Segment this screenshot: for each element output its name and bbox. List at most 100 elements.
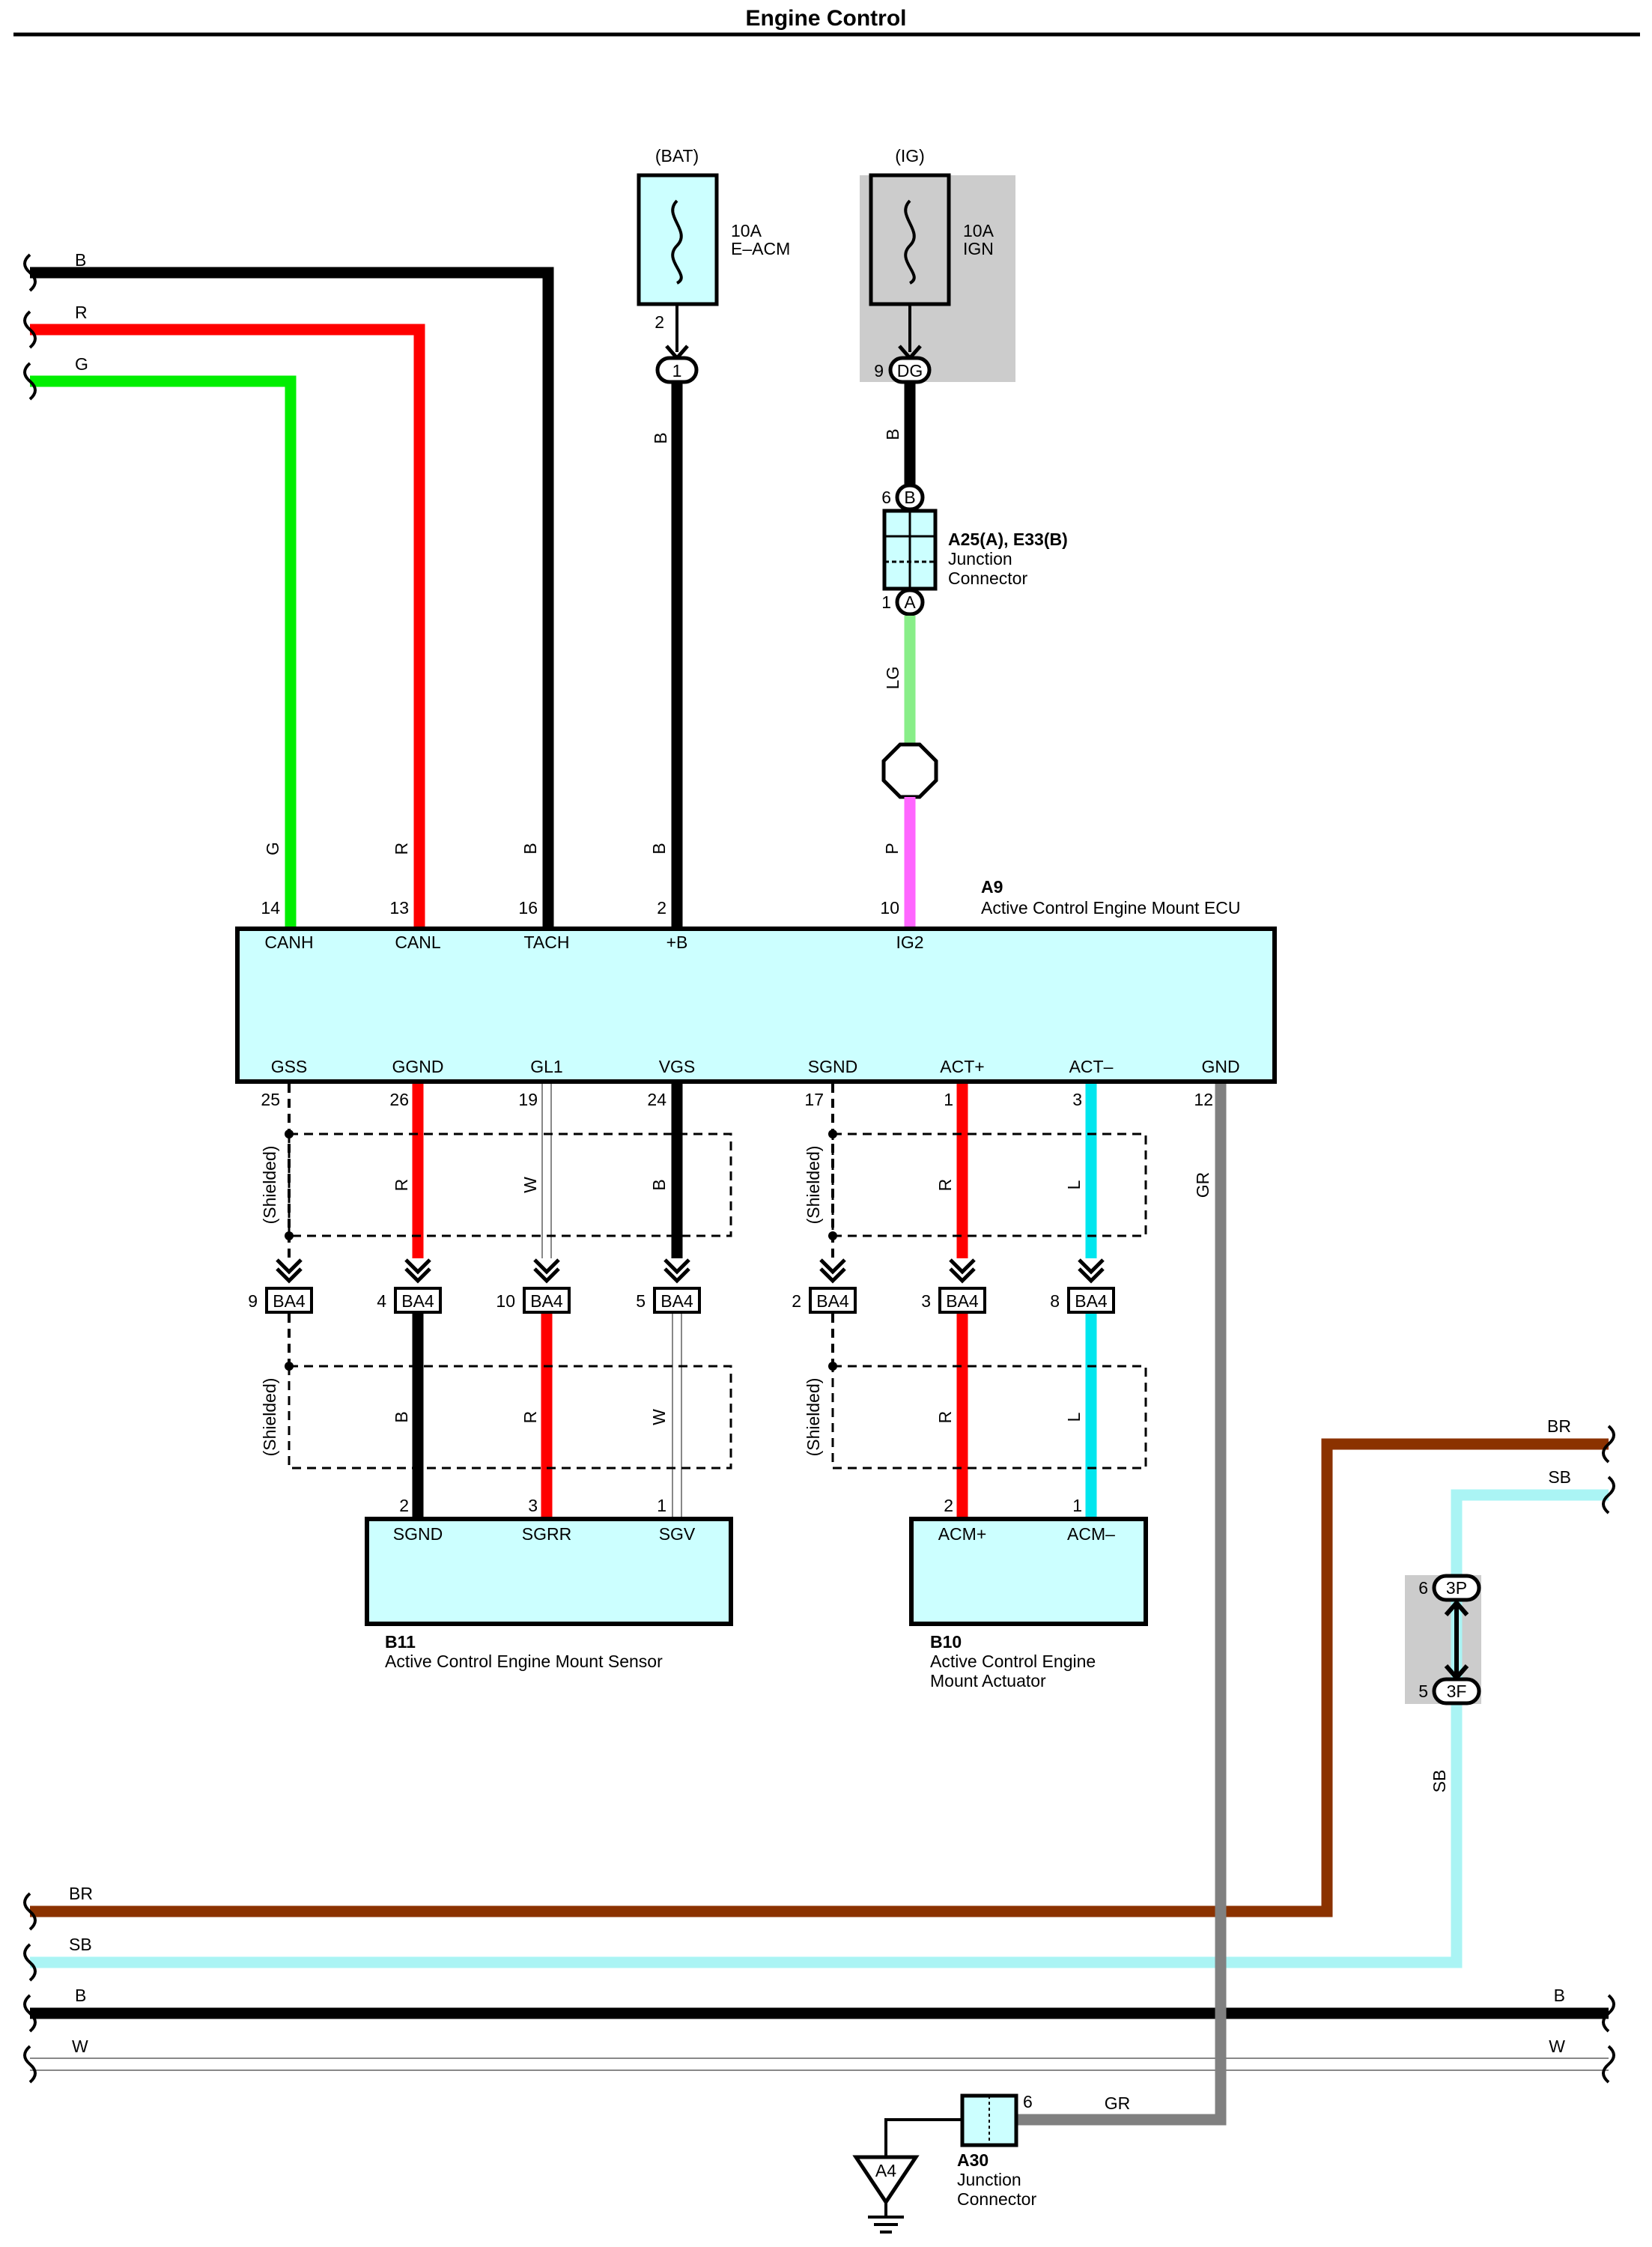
break-mark-r <box>23 310 37 349</box>
ecu-term-sgnd: SGND <box>808 1057 857 1076</box>
ba4-arrow-9 <box>276 1258 303 1284</box>
ecu-bot-pin-19: 19 <box>518 1090 538 1109</box>
bus-label-w-right: W <box>1549 2037 1565 2056</box>
fuse-ign-name: IGN <box>963 239 994 258</box>
ba4-pin-10: 10 <box>496 1291 515 1311</box>
ba4-label-2: BA4 <box>816 1291 849 1311</box>
ecu-term-plusb: +B <box>666 933 688 952</box>
junction-line1: Junction <box>948 549 1012 568</box>
wire-label-b-top: B <box>75 250 86 270</box>
shield-dot-5 <box>285 1362 294 1371</box>
actuator-term-acmm: ACM– <box>1067 1524 1115 1544</box>
ba4-arrow-4 <box>404 1258 431 1284</box>
wire-label-vgs: B <box>649 1179 669 1190</box>
actuator-id: B10 <box>930 1632 962 1652</box>
a30-id: A30 <box>957 2150 989 2170</box>
wire-label-sgv: W <box>649 1409 669 1425</box>
junction-line2: Connector <box>948 568 1027 588</box>
shielded-label-3: (Shielded) <box>260 1378 279 1457</box>
ecu-term-actp: ACT+ <box>940 1057 984 1076</box>
ba4-label-5: BA4 <box>661 1291 693 1311</box>
ecu-term-canl: CANL <box>395 933 441 952</box>
wire-label-ggnd: R <box>392 1179 411 1192</box>
wire-b-tach <box>30 267 554 929</box>
wire-label-gnd-h: GR <box>1105 2093 1131 2113</box>
wire-label-r-top: R <box>75 303 88 322</box>
actuator-line1: Active Control Engine <box>930 1652 1096 1671</box>
ig-conn-label: DG <box>897 361 923 380</box>
sensor-name: Active Control Engine Mount Sensor <box>385 1652 663 1671</box>
ecu-term-vgs: VGS <box>659 1057 696 1076</box>
wire-label-sgrr: R <box>520 1411 540 1424</box>
page-title: Engine Control <box>746 6 907 31</box>
sensor-id: B11 <box>385 1632 416 1652</box>
ba4-box-5 <box>653 1287 701 1314</box>
wire-label-sb-vertical: SB <box>1430 1770 1449 1793</box>
break-mark-sb-right <box>1602 1476 1615 1514</box>
sensor-term-sgv: SGV <box>659 1524 696 1544</box>
ba4-arrow-3 <box>949 1258 976 1284</box>
a30-pin: 6 <box>1023 2092 1033 2111</box>
break-mark-b-right <box>1602 1994 1615 2033</box>
junction-top-conn: B <box>904 488 915 507</box>
ecu-term-ggnd: GGND <box>392 1057 444 1076</box>
ba4-label-8: BA4 <box>1075 1291 1108 1311</box>
sensor-pin-2: 2 <box>399 1496 409 1515</box>
shielded-label-2: (Shielded) <box>804 1146 823 1225</box>
shield-dot-2 <box>285 1231 294 1240</box>
shield-dot-3 <box>828 1129 837 1138</box>
ba4-label-3: BA4 <box>946 1291 979 1311</box>
wire-label-g-top: G <box>75 354 88 374</box>
ecu-top-wire-g: G <box>263 842 282 855</box>
fuse-acm-name: E–ACM <box>731 239 790 258</box>
junction-id: A25(A), E33(B) <box>948 530 1068 549</box>
ecu-bot-pin-17: 17 <box>804 1090 824 1109</box>
wire-label-acmp: R <box>935 1411 955 1424</box>
wire-label-br-right: BR <box>1547 1416 1571 1436</box>
ba4-pin-3: 3 <box>921 1291 931 1311</box>
bus-label-b-left: B <box>75 1986 86 2005</box>
shield-dot-1 <box>285 1129 294 1138</box>
ecu-top-pin-10: 10 <box>880 898 899 918</box>
junction-bottom-pin-no: 1 <box>881 592 891 612</box>
wire-g-canh <box>30 375 297 929</box>
ecu-term-gss: GSS <box>271 1057 308 1076</box>
ecu-bot-pin-3: 3 <box>1072 1090 1082 1109</box>
ecu-box <box>235 927 1277 1084</box>
ecu-top-pin-13: 13 <box>389 898 409 918</box>
splice-octagon <box>881 742 938 799</box>
ecu-top-wire-p: P <box>882 843 902 854</box>
ig-connector <box>888 356 932 384</box>
wire-sb <box>30 1489 1609 1968</box>
ba4-box-8 <box>1067 1287 1115 1314</box>
a30-line1: Junction <box>957 2170 1021 2189</box>
ig-label: (IG) <box>895 146 925 166</box>
ecu-term-canh: CANH <box>264 933 313 952</box>
ba4-arrow-10 <box>533 1258 560 1284</box>
bat-label: (BAT) <box>655 146 699 166</box>
ba4-row: BA4 BA4 BA4 BA4 BA4 BA4 BA4 9 4 10 5 2 3… <box>248 1258 1115 1314</box>
fuse-ign-rating: 10A <box>963 221 994 240</box>
break-mark-b-left <box>23 1994 37 2033</box>
junction-bottom-pin <box>895 588 925 616</box>
ground-point-label: A4 <box>875 2161 896 2180</box>
ecu-term-tach: TACH <box>524 933 570 952</box>
ecu-bot-pin-26: 26 <box>389 1090 409 1109</box>
wire-label-lg: LG <box>883 667 902 690</box>
a30-line2: Connector <box>957 2189 1036 2209</box>
shield-dot-6 <box>828 1362 837 1371</box>
ba4-box-10 <box>523 1287 571 1314</box>
ecu-term-ig2: IG2 <box>896 933 923 952</box>
ecu-term-gl1: GL1 <box>530 1057 562 1076</box>
ecu-top-pin-14: 14 <box>261 898 280 918</box>
ecu-bot-pin-12: 12 <box>1194 1090 1213 1109</box>
ba4-label-10: BA4 <box>530 1291 563 1311</box>
wire-label-bat: B <box>651 432 670 443</box>
ba4-label-4: BA4 <box>401 1291 434 1311</box>
break-mark-w-left <box>23 2045 37 2084</box>
ig-pin: 9 <box>874 361 884 380</box>
ba4-pin-8: 8 <box>1050 1291 1060 1311</box>
ba4-box-9 <box>265 1287 313 1314</box>
bus-label-sb: SB <box>69 1935 92 1954</box>
ecu-id: A9 <box>981 877 1003 897</box>
